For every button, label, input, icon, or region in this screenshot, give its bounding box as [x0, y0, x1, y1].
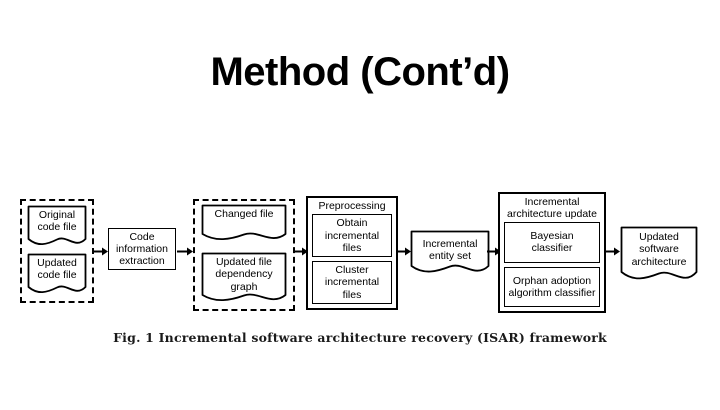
- doc-label: Updated code file: [37, 257, 77, 282]
- doc-label: Incremental entity set: [422, 238, 478, 263]
- doc-changed-file: Changed file: [201, 204, 287, 244]
- doc-incremental-entity-set: Incremental entity set: [410, 230, 490, 278]
- node-cluster-incremental-files: Cluster incremental files: [312, 261, 392, 304]
- page-title: Method (Cont’d): [210, 50, 510, 94]
- doc-original-code-file: Original code file: [27, 205, 87, 249]
- node-preprocessing: Preprocessing Obtain incremental files C…: [306, 196, 398, 310]
- node-obtain-incremental-files: Obtain incremental files: [312, 214, 392, 258]
- node-orphan-adoption-algorithm-classifier: Orphan adoption algorithm classifier: [504, 266, 600, 307]
- doc-label: Original code file: [37, 209, 77, 234]
- arrow-preprocessing-to-entity-set: [397, 247, 411, 256]
- node-title: Preprocessing: [318, 200, 386, 212]
- doc-label: Updated file dependency graph: [215, 256, 273, 293]
- figure-diagram: Original code file Updated code file Cod…: [0, 170, 720, 360]
- arrow-input-to-extraction: [94, 247, 108, 256]
- node-label: Code information extraction: [116, 230, 168, 268]
- node-title: Incremental architecture update: [507, 196, 597, 221]
- doc-updated-file-dependency-graph: Updated file dependency graph: [201, 252, 287, 306]
- group-extracted-artifacts: [193, 199, 295, 311]
- node-incremental-architecture-update: Incremental architecture update Bayesian…: [498, 192, 606, 313]
- arrow-artifacts-to-preprocessing: [294, 247, 308, 256]
- doc-updated-software-architecture: Updated software architecture: [620, 226, 698, 286]
- node-code-information-extraction: Code information extraction: [108, 228, 176, 270]
- group-input-code-files: [20, 199, 94, 303]
- arrow-architecture-update-to-output: [606, 247, 620, 256]
- doc-label: Updated software architecture: [631, 231, 687, 268]
- doc-updated-code-file: Updated code file: [27, 253, 87, 297]
- figure-caption: Fig. 1 Incremental software architecture…: [113, 330, 607, 345]
- arrow-extraction-to-artifacts: [177, 247, 193, 256]
- node-bayesian-classifier: Bayesian classifier: [504, 222, 600, 263]
- doc-label: Changed file: [214, 208, 274, 220]
